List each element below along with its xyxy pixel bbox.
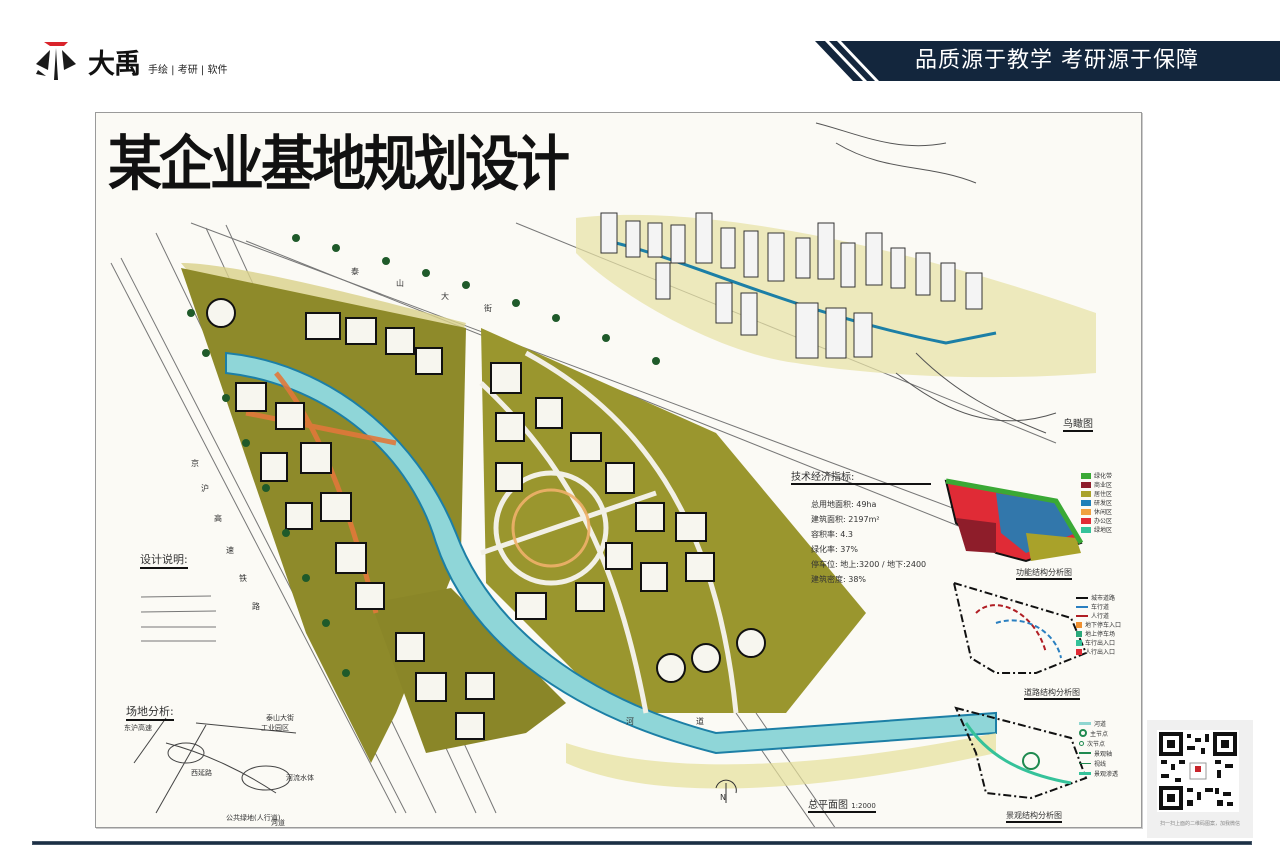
legend-item: 景观渗透 bbox=[1079, 768, 1118, 778]
indicator-row: 停车位: 地上:3200 / 地下:2400 bbox=[811, 560, 927, 569]
road-label: 铁 bbox=[239, 574, 247, 583]
legend-item: 城市道路 bbox=[1076, 593, 1121, 602]
legend-item: 商业区 bbox=[1081, 480, 1112, 489]
indicator-row: 建筑密度: 38% bbox=[811, 575, 867, 584]
road-label: 泰 bbox=[351, 267, 359, 276]
legend-swatch bbox=[1076, 648, 1082, 655]
legend-swatch bbox=[1081, 481, 1091, 488]
legend-swatch bbox=[1076, 639, 1082, 646]
road-diagram-label: 道路结构分析图 bbox=[1024, 687, 1080, 700]
legend-item: 车行出入口 bbox=[1076, 638, 1121, 647]
legend-swatch bbox=[1079, 762, 1091, 764]
site-annotation: 工业园区 bbox=[261, 724, 289, 732]
road-diagram-legend: 城市道路 车行道 人行道 地下停车入口 地上停车场 车行出入口 人行出入口 bbox=[1076, 593, 1121, 656]
site-annotation: 河流水体 bbox=[286, 774, 314, 782]
brand-name: 大禹 bbox=[88, 48, 141, 80]
master-plan-drawing bbox=[110, 122, 1096, 827]
qr-caption: 扫一扫上面的二维码图案，加我微信 bbox=[1159, 821, 1240, 827]
legend-swatch bbox=[1081, 517, 1091, 524]
legend-swatch bbox=[1081, 499, 1091, 506]
road-label: 河 bbox=[626, 717, 634, 726]
brand-subtitle: 手绘 | 考研 | 软件 bbox=[148, 64, 228, 76]
tech-indicators: 技术经济指标: 总用地面积: 49ha 建筑面积: 2197m² 容积率: 4.… bbox=[791, 468, 931, 587]
legend-swatch bbox=[1079, 740, 1084, 746]
legend-item: 居住区 bbox=[1081, 489, 1112, 498]
road-label: 大 bbox=[441, 292, 449, 301]
legend-swatch bbox=[1079, 721, 1091, 725]
road-label: 京 bbox=[191, 459, 199, 468]
legend-swatch bbox=[1076, 630, 1082, 637]
legend-item: 视线 bbox=[1079, 758, 1118, 768]
legend-item: 车行道 bbox=[1076, 602, 1121, 611]
road-label: 沪 bbox=[201, 484, 209, 493]
legend-item: 绿化带 bbox=[1081, 471, 1112, 480]
legend-swatch bbox=[1079, 729, 1087, 737]
master-plan-label: 总平面图 1:2000 bbox=[808, 796, 876, 813]
aerial-view-label: 鸟瞰图 bbox=[1063, 415, 1093, 432]
road-label: 街 bbox=[484, 304, 492, 313]
legend-item: 地上停车场 bbox=[1076, 629, 1121, 638]
indicator-row: 建筑面积: 2197m² bbox=[811, 515, 880, 524]
road-label: 速 bbox=[226, 546, 234, 555]
legend-item: 景观轴 bbox=[1079, 748, 1118, 758]
legend-item: 绿地区 bbox=[1081, 525, 1112, 534]
road-label: 路 bbox=[252, 602, 260, 611]
planning-board: 某企业基地规划设计 设计说明: 场地分析: 泰山大街 东沪高速 西延路 河道 工… bbox=[95, 112, 1142, 828]
road-label: 山 bbox=[396, 279, 404, 288]
indicator-row: 绿化率: 37% bbox=[811, 545, 859, 554]
legend-swatch bbox=[1081, 508, 1091, 515]
landscape-diagram-label: 景观结构分析图 bbox=[1006, 810, 1062, 823]
footer-bar bbox=[32, 841, 1252, 845]
legend-swatch bbox=[1081, 472, 1091, 479]
legend-swatch bbox=[1081, 526, 1091, 533]
legend-item: 次节点 bbox=[1079, 738, 1118, 748]
slogan-text: 品质源于教学 考研源于保障 bbox=[915, 48, 1199, 73]
indicator-row: 容积率: 4.3 bbox=[811, 530, 853, 539]
legend-item: 人行道 bbox=[1076, 611, 1121, 620]
site-analysis-label: 场地分析: bbox=[126, 703, 174, 721]
legend-item: 研发区 bbox=[1081, 498, 1112, 507]
brand-logo[interactable]: 大禹 手绘 | 考研 | 软件 bbox=[34, 40, 227, 82]
tech-indicators-title: 技术经济指标: bbox=[791, 468, 931, 485]
legend-item: 河道 bbox=[1079, 718, 1118, 728]
board-title: 某企业基地规划设计 bbox=[108, 129, 570, 199]
function-diagram-label: 功能结构分析图 bbox=[1016, 567, 1072, 580]
legend-swatch bbox=[1076, 614, 1088, 617]
site-annotation: 河道 bbox=[271, 819, 285, 827]
logo-mark-icon bbox=[34, 40, 78, 82]
slogan-banner: 品质源于教学 考研源于保障 bbox=[815, 41, 1280, 81]
legend-item: 人行出入口 bbox=[1076, 647, 1121, 656]
legend-swatch bbox=[1079, 752, 1091, 754]
legend-item: 主节点 bbox=[1079, 728, 1118, 738]
legend-item: 办公区 bbox=[1081, 516, 1112, 525]
site-annotation: 泰山大街 bbox=[266, 714, 294, 722]
legend-swatch bbox=[1076, 621, 1082, 628]
legend-swatch bbox=[1076, 605, 1088, 608]
legend-swatch bbox=[1081, 490, 1091, 497]
landscape-diagram-legend: 河道 主节点 次节点 景观轴 视线 景观渗透 bbox=[1079, 718, 1118, 778]
site-annotation: 东沪高速 bbox=[124, 724, 152, 732]
legend-item: 休闲区 bbox=[1081, 507, 1112, 516]
legend-swatch bbox=[1076, 596, 1088, 599]
qr-code-icon bbox=[1157, 730, 1239, 812]
north-arrow-label: N bbox=[720, 793, 726, 802]
site-annotation: 公共绿地(人行道) bbox=[226, 814, 281, 822]
legend-item: 地下停车入口 bbox=[1076, 620, 1121, 629]
indicator-row: 总用地面积: 49ha bbox=[811, 500, 877, 509]
road-label: 高 bbox=[214, 514, 222, 523]
design-notes-label: 设计说明: bbox=[140, 551, 188, 569]
qr-code-card[interactable]: 扫一扫上面的二维码图案，加我微信 bbox=[1147, 720, 1253, 838]
road-label: 道 bbox=[696, 717, 704, 726]
legend-swatch bbox=[1079, 771, 1091, 775]
site-annotation: 西延路 bbox=[191, 769, 212, 777]
function-diagram-legend: 绿化带 商业区 居住区 研发区 休闲区 办公区 绿地区 bbox=[1081, 471, 1112, 534]
